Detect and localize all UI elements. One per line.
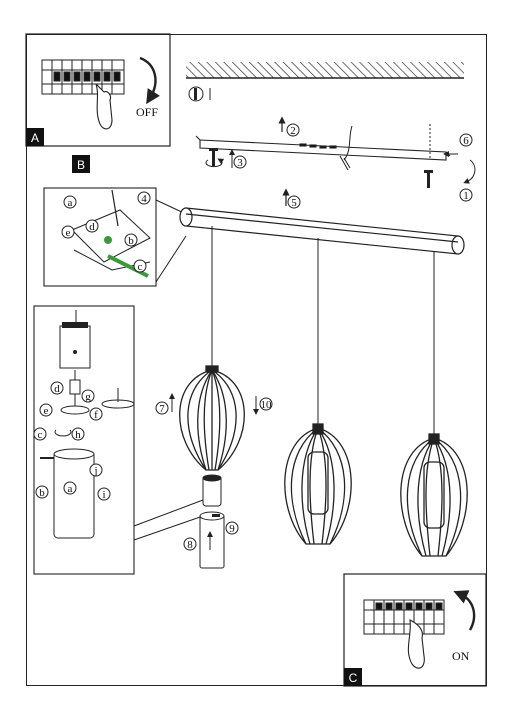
- step-3-label: 3: [237, 157, 243, 169]
- rotate-up-arrow-icon: [453, 590, 476, 631]
- off-label: OFF: [136, 105, 158, 119]
- panel-b-tag-box: [72, 155, 90, 173]
- step-5-label: 5: [291, 197, 297, 209]
- instruction-frame: [26, 34, 487, 686]
- step-10-label: 10: [261, 399, 273, 411]
- step-4-label: 4: [141, 193, 147, 205]
- cage-shade-2: [284, 423, 352, 545]
- panel-a: A OFF: [25, 33, 171, 147]
- breaker-strip-on-icon: [363, 599, 445, 635]
- panel-c: C ON: [343, 573, 487, 687]
- panel-c-tag-box: [344, 668, 362, 686]
- part-i-label: i: [102, 489, 105, 501]
- panel-a-tag: A: [31, 131, 39, 145]
- panel-b-tag: B: [77, 158, 85, 172]
- on-label: ON: [452, 649, 470, 663]
- screw-icon: [188, 86, 218, 166]
- screw-right-icon: [424, 124, 433, 188]
- breaker-strip-icon: [41, 59, 125, 95]
- exploded-view-panel: d g e f c h j a b i: [33, 305, 135, 575]
- part-c-label: c: [138, 261, 143, 273]
- step-2-label: 2: [290, 125, 296, 137]
- canopy-bar: [179, 207, 465, 255]
- green-wire: [107, 254, 149, 278]
- part-j-label: j: [93, 465, 97, 477]
- part-g-label: g: [85, 391, 91, 403]
- ceiling-hatch: [186, 62, 464, 78]
- part-e-label: e: [66, 227, 71, 239]
- step-9-label: 9: [229, 523, 235, 535]
- part-b-label: b: [128, 235, 134, 247]
- part-a-label: a: [68, 197, 73, 209]
- part-d2-label: d: [54, 383, 60, 395]
- step-7-label: 7: [159, 403, 165, 415]
- step-1-label: 1: [463, 190, 469, 202]
- part-f-label: f: [94, 409, 98, 421]
- part-d-label: d: [89, 221, 95, 233]
- cage-shade-3: [400, 433, 468, 557]
- part-c2-label: c: [38, 429, 43, 441]
- step-6-label: 6: [463, 135, 469, 147]
- lamp-socket: [202, 474, 222, 507]
- step-8-label: 8: [187, 539, 193, 551]
- panel-c-tag: C: [349, 671, 358, 685]
- terminal-detail: a e d b c 4: [43, 187, 187, 287]
- part-b2-label: b: [39, 487, 45, 499]
- cage-shade-1: [179, 365, 245, 471]
- supply-wire: [343, 125, 353, 161]
- hand-icon: [95, 83, 113, 130]
- panel-a-tag-box: [26, 128, 44, 146]
- sleeve: [199, 511, 225, 569]
- part-h-label: h: [75, 429, 81, 441]
- part-a2-label: a: [68, 483, 73, 495]
- hand-on-icon: [407, 619, 425, 669]
- rotate-down-arrow-icon: [139, 56, 160, 105]
- mounting-bracket: [195, 135, 451, 161]
- part-e2-label: e: [44, 405, 49, 417]
